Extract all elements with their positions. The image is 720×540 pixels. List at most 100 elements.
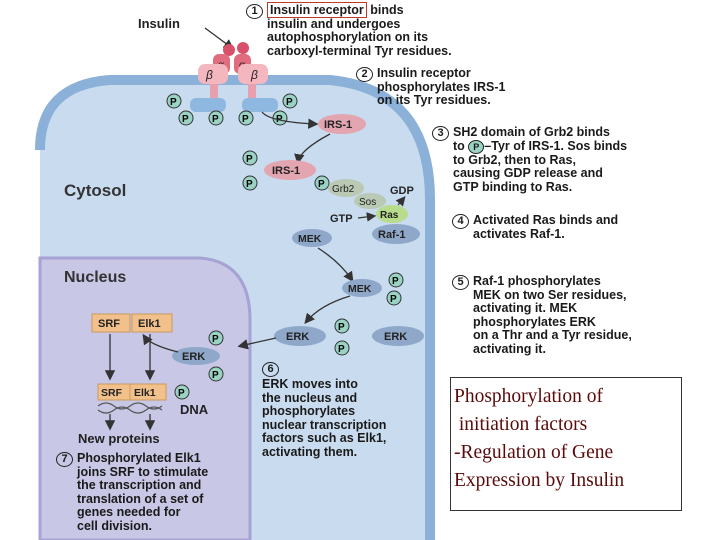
- ras-protein: [376, 205, 408, 223]
- ras-label: Ras: [380, 210, 399, 221]
- beta-label-left: β: [205, 68, 213, 82]
- phosphate-label: P: [338, 322, 345, 333]
- step-text-line: nuclear transcription: [262, 417, 387, 432]
- receptor-kinase-right: [242, 98, 278, 112]
- step-text-line: genes needed for: [77, 505, 181, 520]
- step-2: 2 Insulin receptor phosphorylates IRS-1 o…: [356, 66, 506, 108]
- phosphate-label: P: [392, 276, 399, 287]
- mek-label: MEK: [298, 233, 322, 245]
- srf-box: [91, 313, 131, 333]
- dna-label: DNA: [180, 402, 209, 417]
- step-text-line: Insulin receptor: [377, 66, 471, 80]
- step-text-line: on a Thr and a Tyr residue,: [473, 328, 632, 343]
- phosphate-circle: [242, 150, 258, 166]
- step-text-line: phosphorylates: [262, 404, 356, 419]
- phosphate-label: P: [212, 370, 219, 381]
- phosphate-label: P: [246, 154, 253, 165]
- phosphate-circle: [208, 330, 224, 346]
- receptor-tm-right: [248, 84, 256, 98]
- step-text-line: GTP binding to Ras.: [453, 179, 573, 194]
- elk1-box: [131, 313, 173, 333]
- irs1-label: IRS-1: [324, 119, 352, 131]
- phosphate-label: P: [242, 114, 249, 125]
- arrow-erk-into-nucleus: [237, 337, 277, 350]
- step-text-line: on its Tyr residues.: [377, 93, 491, 108]
- mek-phospho-label: MEK: [348, 283, 372, 295]
- insulin-blob-right: [237, 42, 249, 54]
- step-text-line: –Tyr of IRS-1. Sos binds: [484, 138, 628, 153]
- raf1-protein: [372, 224, 420, 244]
- caption-line-2: initiation factors: [454, 414, 588, 435]
- phosphate-label: P: [390, 294, 397, 305]
- step-text-line: Activated Ras binds and: [473, 213, 619, 227]
- phosphate-label: P: [182, 114, 189, 125]
- step-text-line: ERK moves into: [262, 377, 358, 391]
- step-text-line: causing GDP release and: [453, 166, 603, 181]
- step-text-line: insulin and undergoes: [267, 16, 401, 31]
- step-text-line: the transcription and: [77, 478, 202, 493]
- arrow-gtp-binding: [357, 212, 377, 222]
- caption-box: Phosphorylation of initiation factors -R…: [450, 377, 682, 511]
- phosphate-label: P: [212, 334, 219, 345]
- step-text-line: activating it. MEK: [473, 301, 578, 316]
- step-text-line: joins SRF to stimulate: [77, 464, 209, 479]
- phosphate-label: P: [318, 179, 325, 190]
- step-text-line: Phosphorylated Elk1: [77, 451, 201, 465]
- sos-label: Sos: [359, 197, 376, 208]
- erk-cytosol-left: [274, 326, 326, 346]
- phosphate-circle: [166, 93, 182, 109]
- grb2-protein: [328, 179, 364, 197]
- mek-protein: [292, 229, 332, 247]
- phosphate-label: P: [212, 114, 219, 125]
- step-text-line: autophosphorylation on its: [267, 30, 429, 45]
- phosphate-circle: [174, 384, 190, 400]
- erk-nuclear-label: ERK: [182, 351, 205, 363]
- caption-line-1: Phosphorylation of: [454, 386, 603, 407]
- irs1-phospho-label: IRS-1: [272, 165, 300, 177]
- caption-line-4: Expression by Insulin: [454, 470, 625, 491]
- step-number: 5: [452, 275, 469, 290]
- phosphate-label: P: [170, 97, 177, 108]
- step-text-line: MEK on two Ser residues,: [473, 287, 627, 302]
- arrow-irs1-down: [294, 133, 331, 165]
- phosphate-label: P: [286, 97, 293, 108]
- step-number: 2: [356, 67, 373, 82]
- erk-label: ERK: [286, 331, 309, 343]
- step-5: 5 Raf-1 phosphorylates MEK on two Ser res…: [452, 274, 632, 357]
- srf-label: SRF: [98, 318, 120, 330]
- receptor-tm-left: [210, 84, 218, 98]
- srf-dna-label: SRF: [101, 387, 123, 399]
- arrow-erk-to-elk1: [142, 333, 179, 353]
- arrow-receptor-to-irs1: [261, 111, 319, 129]
- elk1-label: Elk1: [138, 318, 161, 330]
- phosphate-circle: [314, 175, 330, 191]
- dna-helix: [97, 402, 163, 414]
- nucleus-label: Nucleus: [64, 269, 126, 286]
- step-text-line: activating it.: [473, 341, 546, 356]
- step-number: 6: [262, 362, 279, 377]
- erk-cytosol-right: [372, 326, 424, 346]
- irs1-phospho-protein: [264, 160, 316, 180]
- step-text-line: cell division.: [77, 518, 153, 533]
- grb2-label: Grb2: [332, 184, 355, 195]
- step-text-line: phosphorylates IRS-1: [377, 79, 506, 94]
- mek-phospho-protein: [342, 279, 382, 297]
- beta-label-right: β: [250, 68, 258, 82]
- receptor-beta-right: [238, 64, 268, 84]
- step-number: 3: [432, 126, 449, 141]
- phosphate-circle: [388, 272, 404, 288]
- phosphate-circle: [208, 110, 224, 126]
- elk1-dna-label: Elk1: [134, 387, 156, 399]
- phosphate-inline-icon: P: [468, 139, 485, 154]
- step-text-line: carboxyl-terminal Tyr residues.: [267, 43, 452, 58]
- phosphate-circle: [334, 340, 350, 356]
- phosphate-circle: [238, 110, 254, 126]
- step1-highlight: Insulin receptor: [267, 2, 367, 18]
- phosphate-label: P: [338, 344, 345, 355]
- receptor-phosphates: P P P P P P: [166, 93, 298, 126]
- step-text-line: Raf-1 phosphorylates: [473, 274, 601, 288]
